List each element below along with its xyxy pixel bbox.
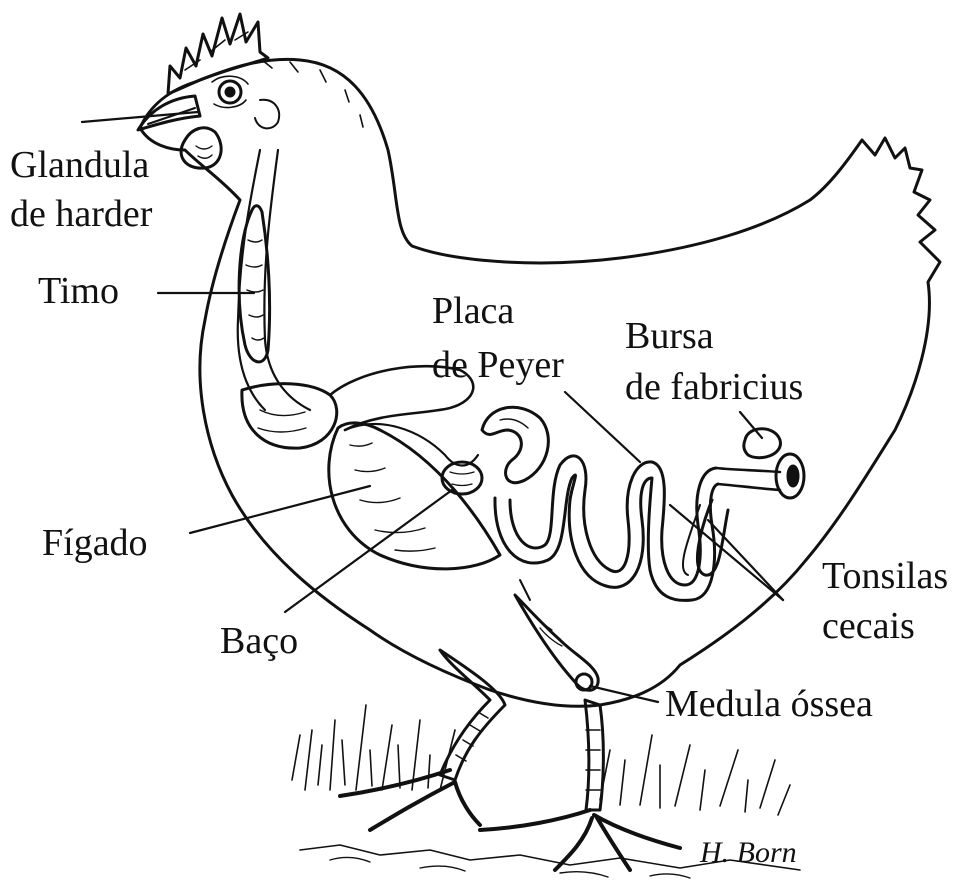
label-glandula-harder-line1: Glandula — [10, 144, 149, 186]
label-tonsilas-line1: Tonsilas — [822, 555, 948, 597]
leg-left-drawing — [440, 650, 505, 780]
intestine-drawing — [510, 456, 716, 585]
label-medula-ossea: Medula óssea — [665, 683, 873, 725]
leader-baco — [285, 490, 452, 612]
comb-drawing — [168, 14, 268, 94]
label-baco: Baço — [220, 620, 298, 662]
leader-glandula — [82, 112, 198, 122]
bursa-drawing — [744, 429, 781, 458]
leg-right-drawing — [585, 700, 603, 810]
label-tonsilas-line2: cecais — [822, 605, 915, 647]
label-bursa-line1: Bursa — [625, 315, 714, 357]
leader-bursa — [740, 412, 762, 438]
artist-signature: H. Born — [699, 836, 797, 869]
leader-figado — [190, 486, 370, 533]
gizzard-drawing — [482, 407, 548, 482]
label-bursa-line2: de fabricius — [625, 366, 803, 408]
label-placa-peyer-line1: Placa — [432, 290, 514, 332]
liver-drawing — [329, 423, 500, 569]
spleen-drawing — [442, 462, 482, 494]
label-placa-peyer-line2: de Peyer — [432, 344, 564, 386]
label-timo: Timo — [38, 270, 119, 312]
label-glandula-harder-line2: de harder — [10, 193, 152, 235]
label-figado: Fígado — [42, 522, 148, 564]
